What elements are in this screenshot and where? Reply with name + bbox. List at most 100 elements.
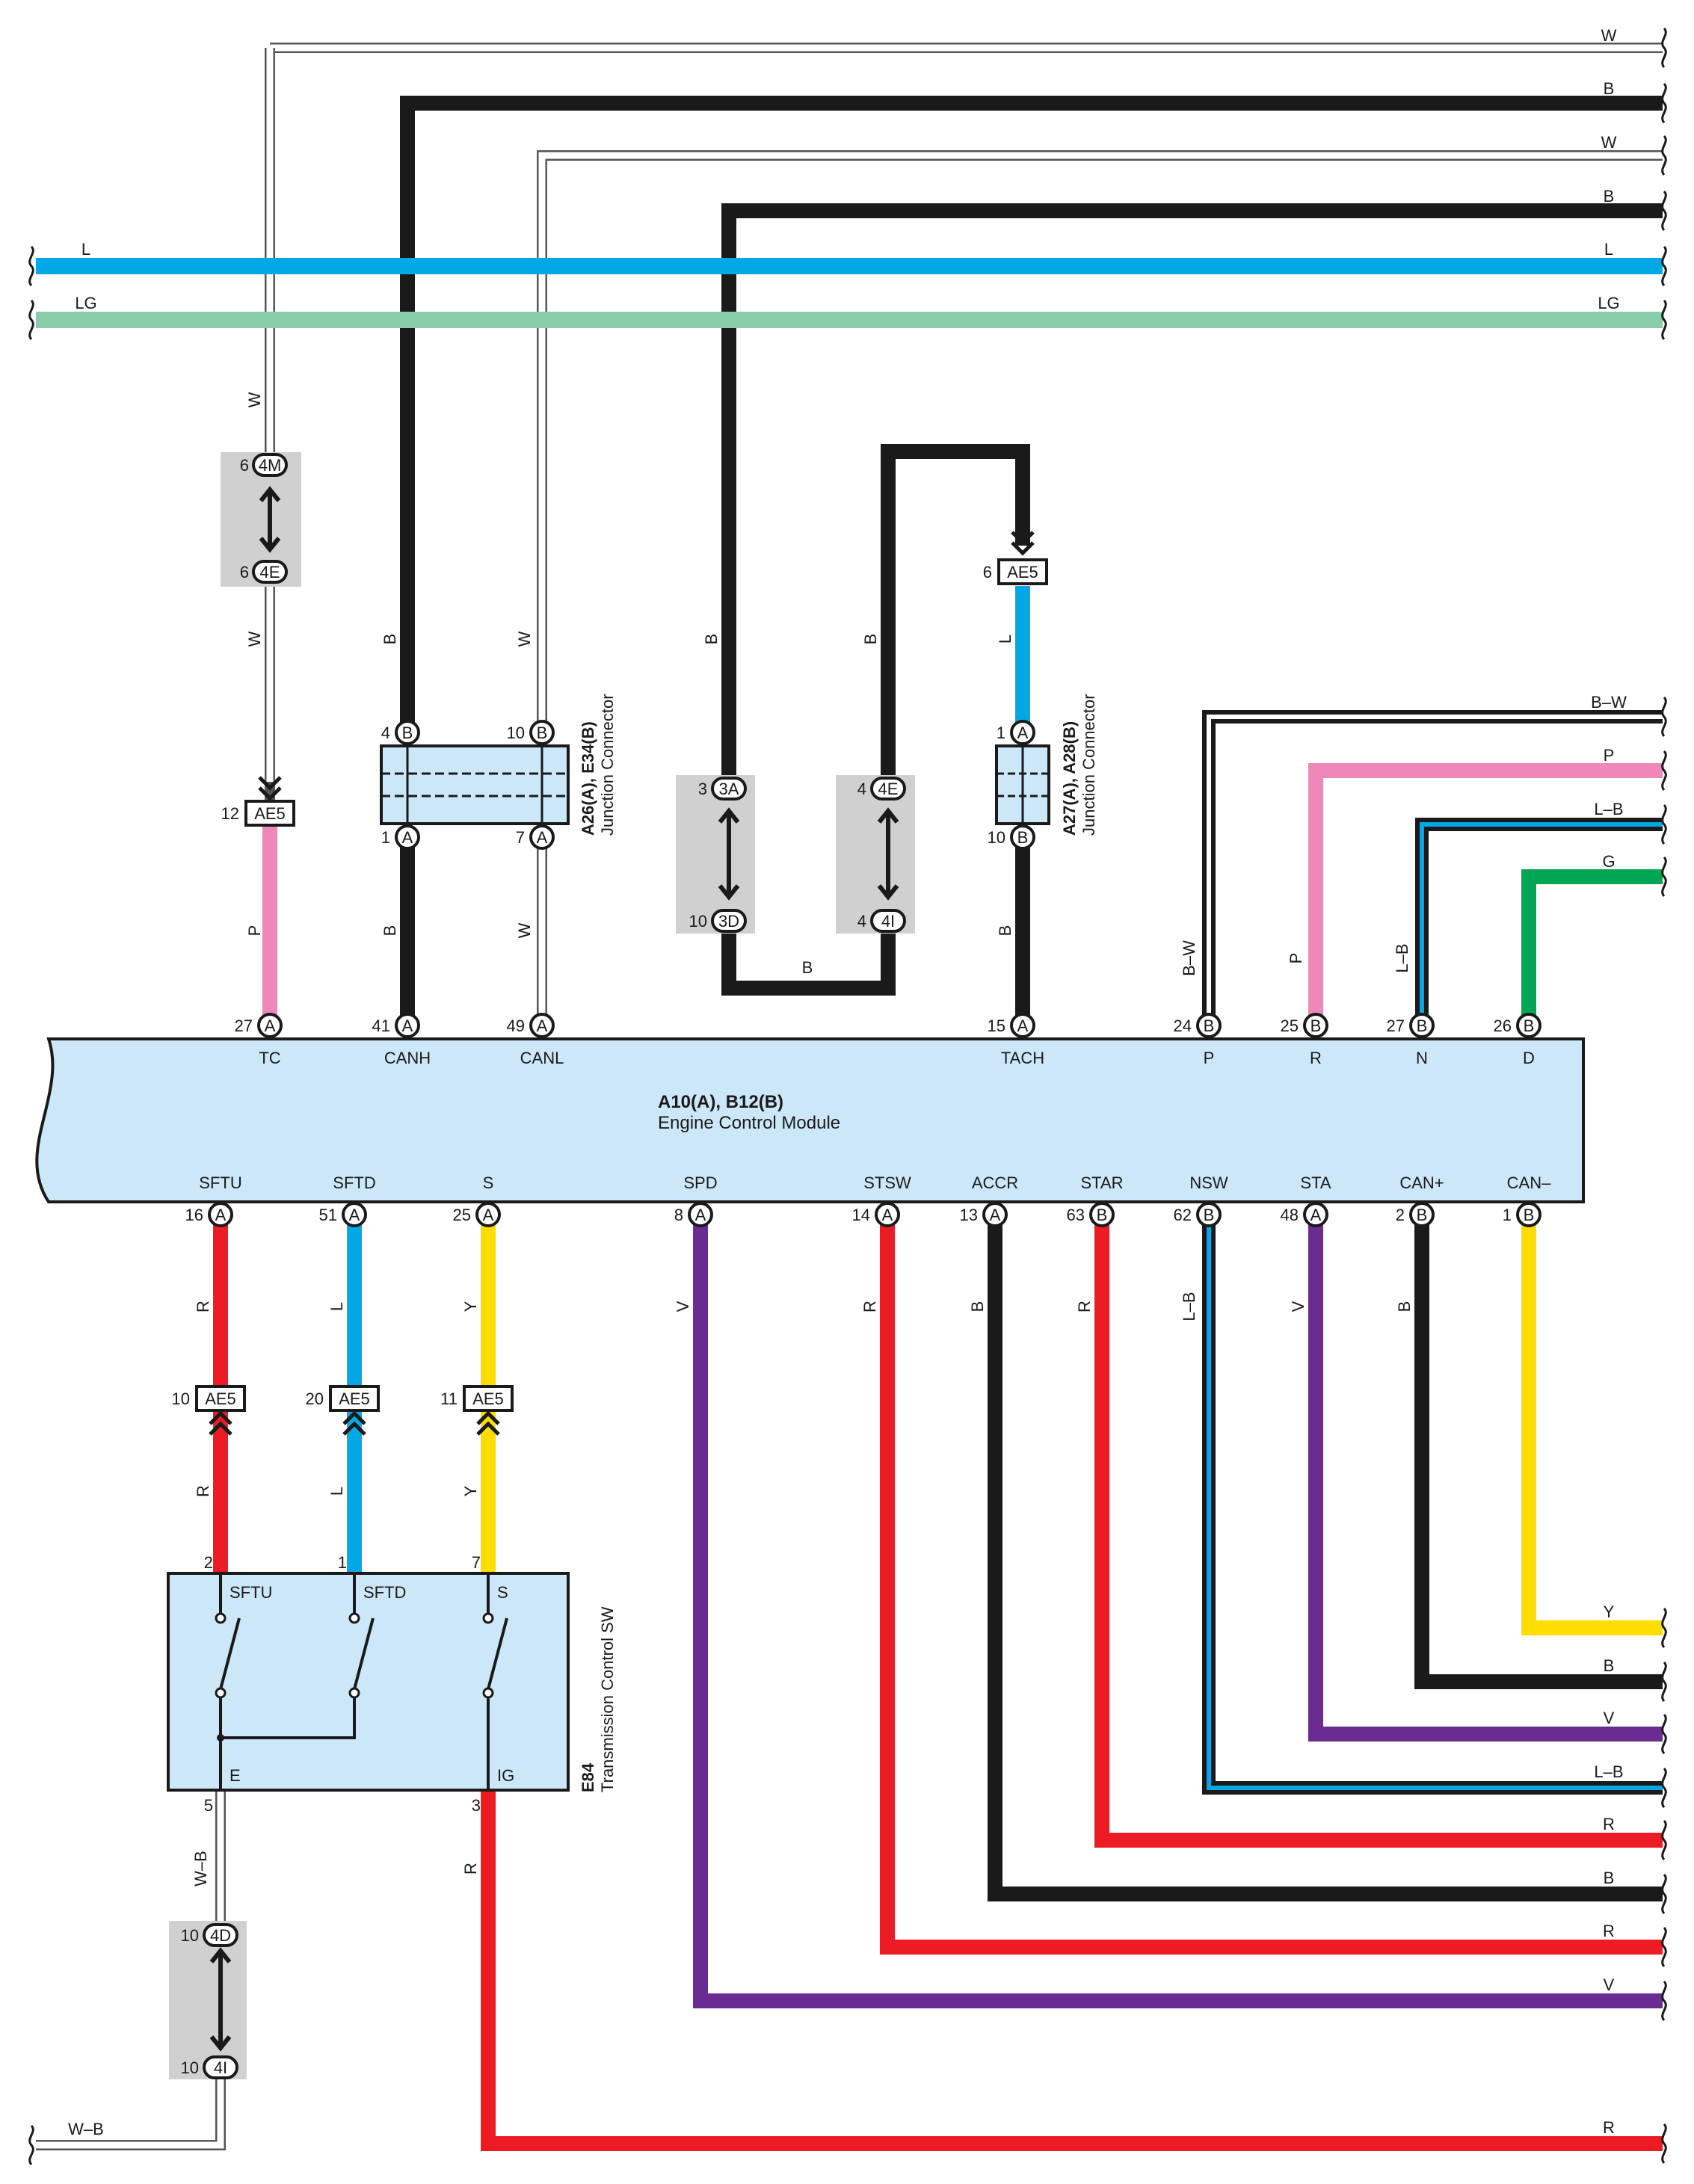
ecm-pin-star: B 63 STAR <box>1067 1173 1124 1227</box>
edge-label: V <box>1604 1709 1615 1727</box>
wire-break-mark <box>28 2124 34 2165</box>
wire-break-mark <box>1661 135 1667 176</box>
pin-num: 48 <box>1281 1206 1299 1224</box>
wire-wb <box>36 1790 226 2150</box>
wire-y-canm <box>1521 1215 1663 1635</box>
tcs-term-ig: IG <box>497 1766 514 1785</box>
wire-label: L–B <box>1393 943 1411 972</box>
edge-label: Y <box>1604 1602 1615 1621</box>
ae5-connector-w: AE5 12 <box>221 776 295 827</box>
splice-bot-id: 4E <box>260 563 280 582</box>
splice-c: 4E 4 4I 4 <box>836 775 915 934</box>
splice-bot-id: 4I <box>214 2058 227 2077</box>
left-edge-breaks <box>28 245 34 2165</box>
wire-label: P <box>1287 953 1305 964</box>
junction1-pin-br: A 7 <box>516 824 555 850</box>
edge-label: V <box>1604 1975 1615 1994</box>
ecm-top-pins: A 27 TC A 41 CANH A 49 CANL A 15 TACH B … <box>235 1013 1541 1067</box>
tcs-pin-ig: 3 <box>472 1796 481 1815</box>
edge-label: LG <box>1598 294 1619 312</box>
pin-num: 62 <box>1174 1206 1192 1224</box>
right-edge-breaks <box>1661 27 1667 2164</box>
wire-break-mark <box>1661 27 1667 68</box>
wire-label: R <box>1075 1301 1094 1312</box>
wire-label: B–W <box>1180 940 1198 976</box>
pin-conn: B <box>1524 1206 1535 1224</box>
wire-break-mark <box>1661 696 1667 737</box>
wire-break-mark <box>1661 803 1667 845</box>
wire-lb-nsw <box>1202 1215 1663 1795</box>
vertical-wire-labels: W W B W B B L P B W B B–W P L–B R L Y V … <box>191 392 1414 1886</box>
pin-signal: N <box>1416 1049 1428 1067</box>
pin-conn: A <box>1017 724 1029 742</box>
ecm-pin-canm: B 1 CAN– <box>1503 1173 1551 1227</box>
tcs-desc: Transmission Control SW <box>598 1606 617 1792</box>
pin-signal: CAN+ <box>1399 1173 1444 1192</box>
edge-label: R <box>1603 1922 1615 1940</box>
pin-num: 24 <box>1174 1017 1192 1035</box>
ecm-bottom-pins: A 16 SFTU A 51 SFTD A 25 S A 8 SPD A 14 … <box>185 1173 1551 1227</box>
tcs-term-s: S <box>497 1583 508 1602</box>
wire-lb-n <box>1415 818 1663 1025</box>
wire-label: V <box>1289 1301 1308 1312</box>
pin-signal: D <box>1523 1049 1535 1067</box>
pin-conn: A <box>215 1206 227 1224</box>
loop-wire-label: B <box>802 958 813 977</box>
pin-num: 7 <box>516 828 525 847</box>
edge-label: W–B <box>68 2120 104 2138</box>
wire-label: L <box>327 1302 346 1311</box>
wire-break-mark <box>1661 1767 1667 1808</box>
edge-label: P <box>1604 746 1615 765</box>
ecm-pin-sta: A 48 STA <box>1281 1173 1331 1227</box>
splice-top-id: 4M <box>259 456 282 475</box>
edge-label: B <box>1604 187 1615 206</box>
wire-r-ig <box>481 1790 1663 2151</box>
wire-p <box>1308 763 1663 1025</box>
splice-top-pin: 4 <box>857 780 866 798</box>
wire-break-mark <box>1661 299 1667 340</box>
wire-break-mark <box>1661 82 1667 123</box>
edge-label: W <box>1601 26 1617 45</box>
wire-break-mark <box>1661 1980 1667 2021</box>
pin-signal: STA <box>1300 1173 1331 1192</box>
wire-label: B <box>968 1301 987 1312</box>
wire-label: R <box>194 1301 212 1312</box>
ecm-pin-sftu: A 16 SFTU <box>185 1173 242 1227</box>
wire-label: W <box>245 392 264 407</box>
pin-num: 13 <box>960 1206 978 1224</box>
splice-top-pin: 10 <box>181 1926 199 1945</box>
splice-top-id: 4D <box>210 1926 231 1945</box>
pin-conn: A <box>349 1206 360 1224</box>
ae5-connector-tach: AE5 6 <box>983 531 1048 585</box>
junction2-pin-t: A 1 <box>997 720 1035 745</box>
wire-label: W–B <box>191 1851 210 1887</box>
ecm-pin-s: A 25 S <box>453 1173 501 1227</box>
pin-conn: B <box>1204 1017 1215 1035</box>
pin-num: 4 <box>381 724 390 742</box>
ae5-pin: 6 <box>983 563 992 582</box>
junction1-pin-bl: A 1 <box>381 824 420 850</box>
ae5-label: AE5 <box>254 804 286 823</box>
ae5-label: AE5 <box>472 1389 504 1408</box>
pin-conn: A <box>537 828 548 847</box>
wire-w-2 <box>537 150 1663 732</box>
pin-conn: B <box>1310 1017 1322 1035</box>
junction1-pin-tl: B 4 <box>381 720 420 745</box>
wire-label: R <box>860 1301 879 1312</box>
wire-break-mark <box>1661 856 1667 897</box>
pin-conn: A <box>537 1017 548 1035</box>
wire-break-mark <box>1661 245 1667 286</box>
pin-num: 16 <box>185 1206 203 1224</box>
pin-conn: A <box>695 1206 706 1224</box>
tcs-term-sftu: SFTU <box>230 1583 272 1602</box>
pin-signal: CAN– <box>1507 1173 1551 1192</box>
splice-bot-id: 4I <box>881 912 895 931</box>
pin-signal: SPD <box>683 1173 717 1192</box>
wire-label: P <box>245 925 264 937</box>
pin-signal: R <box>1310 1049 1322 1067</box>
wire-b-2 <box>721 203 1663 789</box>
pin-conn: B <box>402 724 413 742</box>
pin-signal: TACH <box>1001 1049 1044 1067</box>
pin-signal: P <box>1204 1049 1215 1067</box>
splice-bot-pin: 6 <box>240 563 249 582</box>
